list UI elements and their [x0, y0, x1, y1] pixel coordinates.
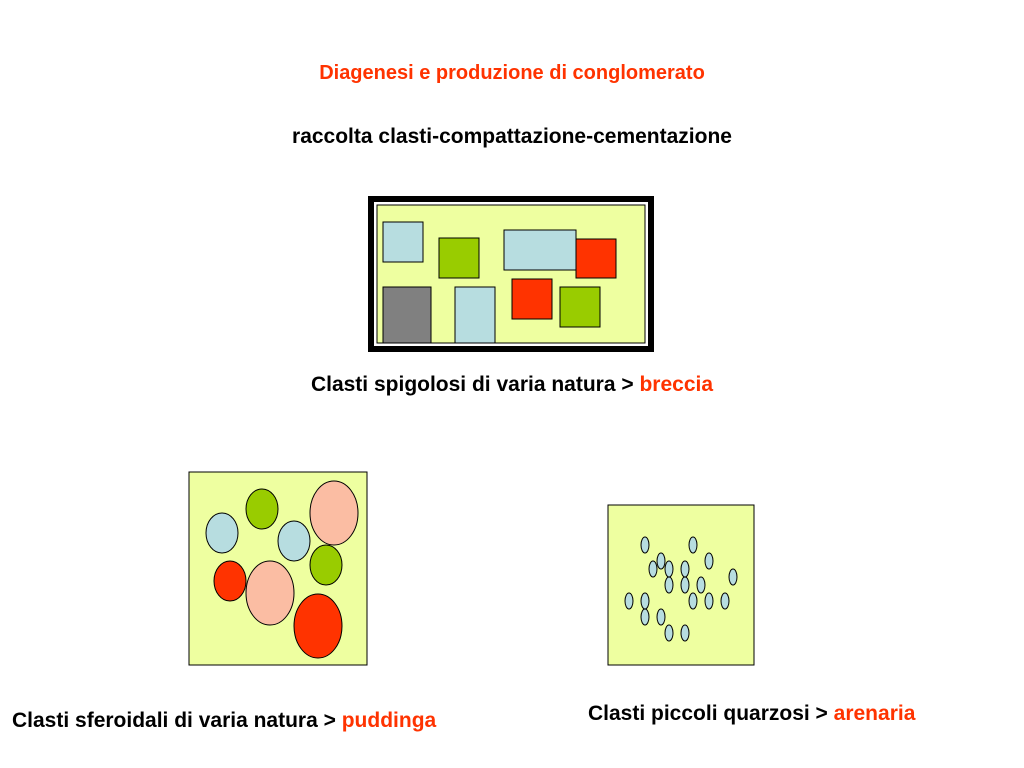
- clast-rounded: [213, 560, 247, 602]
- arenaria-caption: Clasti piccoli quarzosi > arenaria: [588, 702, 915, 726]
- quartz-grain: [640, 608, 650, 626]
- clast-rounded: [205, 512, 239, 554]
- puddinga-caption-prefix: Clasti sferoidali di varia natura >: [12, 709, 342, 732]
- quartz-grain: [704, 592, 714, 610]
- clast-angular: [382, 286, 432, 344]
- clast-angular: [438, 237, 480, 279]
- breccia-diagram: [368, 196, 654, 352]
- clast-rounded: [309, 480, 359, 546]
- quartz-grain: [640, 536, 650, 554]
- quartz-grain: [696, 576, 706, 594]
- clast-rounded: [245, 560, 295, 626]
- quartz-grain: [720, 592, 730, 610]
- quartz-grain: [624, 592, 634, 610]
- clast-angular: [575, 238, 617, 279]
- arenaria-caption-prefix: Clasti piccoli quarzosi >: [588, 702, 834, 725]
- quartz-grain: [664, 624, 674, 642]
- quartz-grain: [640, 592, 650, 610]
- arenaria-diagram: [607, 504, 755, 666]
- clast-angular: [382, 221, 424, 263]
- clast-rounded: [309, 544, 343, 586]
- puddinga-diagram: [188, 471, 368, 666]
- clast-rounded: [293, 593, 343, 659]
- arenaria-rock-name: arenaria: [833, 702, 916, 725]
- quartz-grain: [648, 560, 658, 578]
- puddinga-caption: Clasti sferoidali di varia natura > pudd…: [12, 709, 436, 733]
- quartz-grain: [728, 568, 738, 586]
- page-title: Diagenesi e produzione di conglomerato: [319, 62, 705, 84]
- clast-angular: [511, 278, 553, 320]
- quartz-grain: [664, 560, 674, 578]
- clast-angular: [454, 286, 496, 344]
- quartz-grain: [680, 560, 690, 578]
- clast-rounded: [277, 520, 311, 562]
- page-subtitle: raccolta clasti-compattazione-cementazio…: [292, 125, 732, 148]
- quartz-grain: [680, 624, 690, 642]
- quartz-grain: [688, 592, 698, 610]
- clast-angular: [559, 286, 601, 328]
- quartz-grain: [680, 576, 690, 594]
- breccia-rock-name: breccia: [639, 373, 714, 396]
- quartz-grain: [656, 552, 666, 570]
- puddinga-rock-name: puddinga: [341, 709, 437, 732]
- quartz-grain: [664, 576, 674, 594]
- clast-angular: [503, 229, 577, 271]
- quartz-grain: [688, 536, 698, 554]
- clast-rounded: [245, 488, 279, 530]
- breccia-caption: Clasti spigolosi di varia natura > brecc…: [0, 373, 1024, 397]
- quartz-grain: [656, 608, 666, 626]
- quartz-grain: [704, 552, 714, 570]
- breccia-caption-prefix: Clasti spigolosi di varia natura >: [310, 373, 640, 396]
